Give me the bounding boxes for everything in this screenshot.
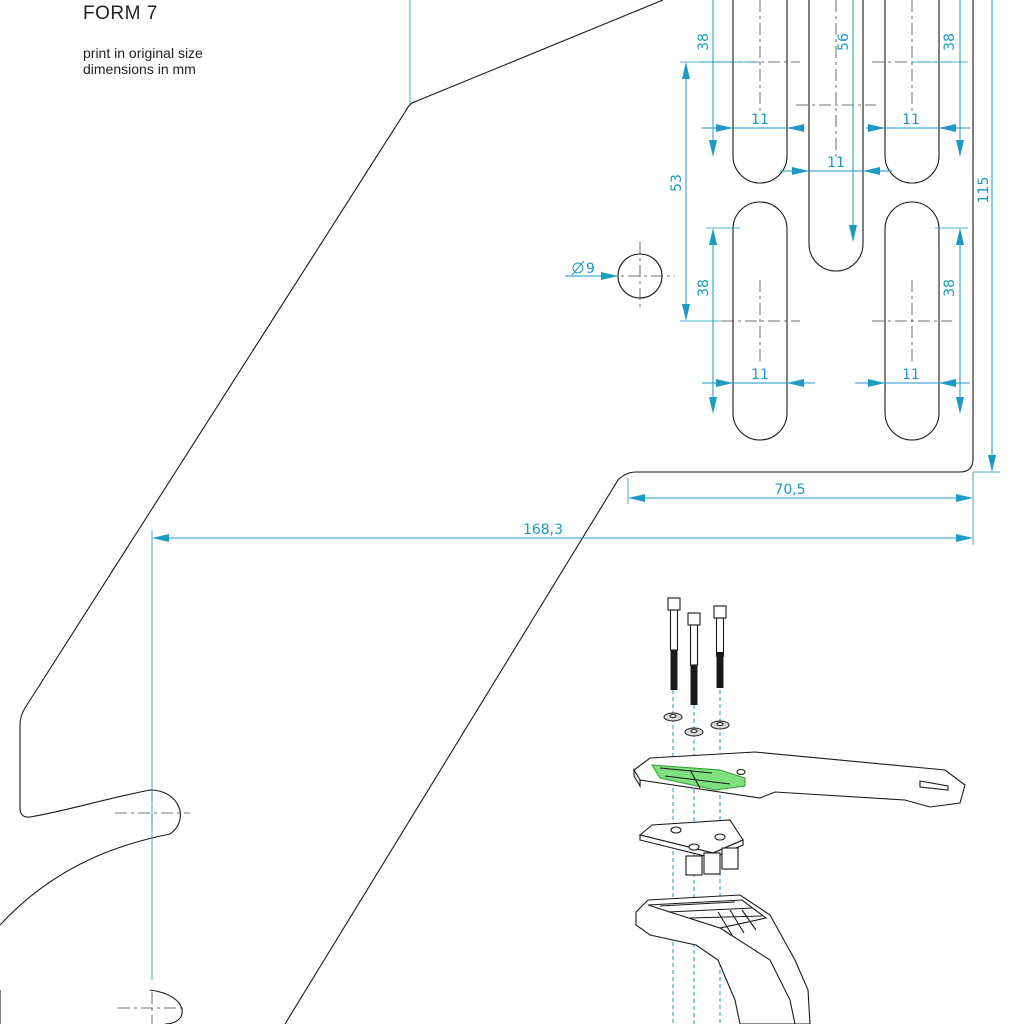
dim-slot-width-bl: 11	[751, 367, 769, 383]
arrow-bl-38-bottom	[709, 397, 717, 414]
arrow-br-38-bottom	[956, 397, 964, 414]
plate-lower-edge	[0, 989, 183, 1024]
arrow-bl-11-left	[716, 379, 733, 387]
dim-hole-diameter: 9	[586, 261, 595, 277]
spacer-hole-2	[688, 843, 700, 851]
dim-overall-width: 168,3	[523, 522, 563, 538]
arrow-tr-11-right	[939, 124, 956, 132]
bracket-plate-body	[633, 751, 966, 808]
bracket-slot-lines	[659, 767, 731, 789]
arrow-bl-38-top	[709, 228, 717, 245]
grip-body	[635, 894, 811, 1024]
washer-1-hole	[669, 713, 677, 719]
diameter-symbol-slash	[571, 260, 585, 276]
arrow-center-56	[849, 225, 857, 242]
bolt-2	[687, 612, 701, 705]
bolt-3	[713, 605, 727, 688]
arrow-tr-38	[956, 140, 964, 157]
arrow-c-11-right	[863, 167, 880, 175]
arrow-hole	[601, 272, 618, 280]
arrow-115	[988, 455, 996, 472]
spacer-leg-2	[703, 852, 721, 875]
bolt-1	[667, 597, 681, 690]
grip-body-outline	[635, 894, 811, 1024]
plate-outer-contour	[0, 0, 664, 926]
arrow-bl-11-right	[787, 379, 804, 387]
washer-2-hole	[690, 728, 698, 734]
dim-slot-length-tr: 38	[942, 33, 958, 51]
units-note: dimensions in mm	[83, 61, 196, 77]
template-outline	[0, 0, 974, 1024]
bracket-end-slot	[919, 780, 949, 791]
arrow-tl-11-right	[787, 124, 804, 132]
grip-ribs	[659, 901, 763, 936]
slot-top-right	[884, 0, 940, 184]
bracket-hole	[736, 768, 746, 776]
dim-slot-width-tl: 11	[751, 112, 769, 128]
bracket-slots-highlight	[651, 764, 746, 791]
arrow-br-11-left	[868, 379, 885, 387]
arrow-168-3-left	[152, 534, 169, 542]
diameter-symbol-circle	[572, 262, 584, 274]
spacer-hole-3	[714, 833, 726, 841]
dim-slot-width-tr: 11	[902, 112, 920, 128]
exploded-assembly	[633, 597, 966, 1024]
slot-bottom-right	[884, 201, 940, 441]
arrow-70-5-right	[956, 494, 973, 502]
tab-outline	[284, 0, 974, 1024]
bolt-1-head	[667, 597, 681, 611]
arrow-tr-11-left	[868, 124, 885, 132]
dim-slot-length-br: 38	[942, 279, 958, 297]
arrow-c-11-left	[792, 167, 809, 175]
bolt-3-thread	[716, 652, 724, 688]
bolt-2-shank	[689, 624, 699, 666]
dim-slot-offset: 53	[669, 174, 685, 192]
arrow-tl-11-left	[716, 124, 733, 132]
title-block: FORM 7 print in original size dimensions…	[83, 3, 203, 77]
slots	[605, 0, 952, 441]
arrow-br-11-right	[939, 379, 956, 387]
dim-slot-length-center: 56	[836, 33, 852, 51]
spacer-leg-3	[721, 847, 739, 870]
bolt-2-thread	[690, 665, 698, 705]
grip-edge-line	[719, 927, 796, 1024]
dimensions: 38 56 38 115 53 11 11 11	[151, 0, 1000, 980]
bolt-1-shank	[669, 609, 679, 651]
spacer-block	[638, 819, 744, 876]
print-note: print in original size	[83, 45, 203, 61]
arrow-53-top	[682, 62, 690, 79]
arrow-53-bottom	[682, 304, 690, 321]
washer-3-hole	[716, 721, 724, 727]
arrow-tl-38	[709, 140, 717, 157]
dim-tab-width: 70,5	[774, 482, 805, 498]
spacer-leg-1	[685, 855, 703, 876]
bolt-2-head	[687, 612, 701, 626]
drawing-title: FORM 7	[83, 3, 158, 24]
bolt-1-thread	[670, 650, 678, 690]
spacer-hole-1	[670, 826, 682, 834]
bolt-3-head	[713, 605, 727, 619]
slot-center	[808, 0, 864, 272]
arrow-70-5-left	[628, 494, 645, 502]
bolt-3-shank	[715, 617, 725, 657]
dim-tab-height: 115	[976, 177, 992, 204]
bracket-plate	[633, 751, 966, 808]
slot-top-left	[732, 0, 788, 184]
dim-slot-length-bl: 38	[696, 279, 712, 297]
bracket-plate-edge	[633, 768, 641, 788]
dim-slot-width-center: 11	[827, 155, 845, 171]
dim-slot-length-tl: 38	[696, 33, 712, 51]
arrow-168-3-right	[956, 534, 973, 542]
dim-slot-width-br: 11	[902, 367, 920, 383]
arrow-br-38-top	[956, 228, 964, 245]
